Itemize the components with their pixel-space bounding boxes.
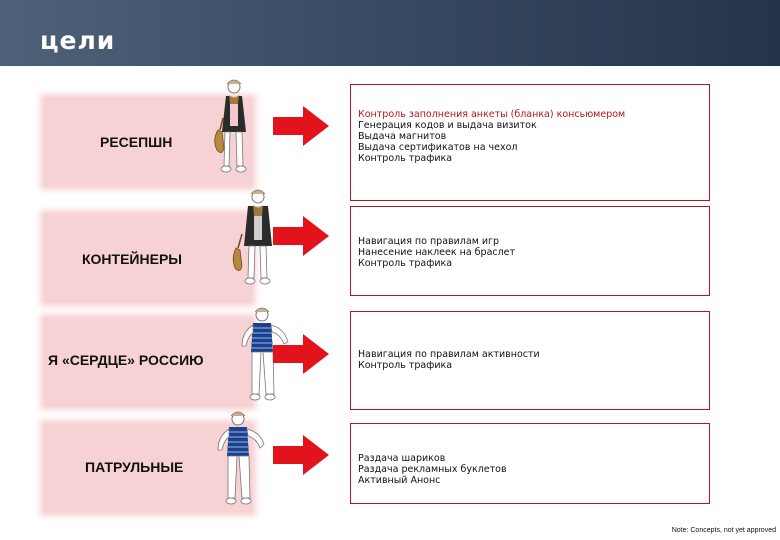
goal-item: Нанесение наклеек на браслет [358, 247, 703, 258]
goal-box-reception: Контроль заполнения анкеты (бланка) конс… [350, 84, 710, 201]
goal-item: Навигация по правилам игр [358, 236, 703, 247]
footnote: Note: Concepts, not yet approved [672, 527, 776, 534]
goal-box-containers: Навигация по правилам игр Нанесение накл… [350, 206, 710, 296]
goal-box-heart-russia: Навигация по правилам активности Контрол… [350, 311, 710, 410]
goal-item: Выдача магнитов [358, 131, 703, 142]
arrow-right-icon [273, 106, 329, 146]
arrow-right-icon [273, 334, 329, 374]
goal-item: Контроль заполнения анкеты (бланка) конс… [358, 109, 703, 120]
role-label-containers: КОНТЕЙНЕРЫ [82, 251, 182, 267]
goal-item: Активный Анонс [358, 475, 703, 486]
role-label-patrol: ПАТРУЛЬНЫЕ [85, 459, 183, 475]
goal-item: Генерация кодов и выдача визиток [358, 120, 703, 131]
goal-item: Контроль трафика [358, 360, 703, 371]
role-label-heart-russia: Я «СЕРДЦЕ» РОССИЮ [48, 352, 204, 368]
goal-item: Контроль трафика [358, 153, 703, 164]
page-title: цели [40, 28, 115, 53]
role-label-reception: РЕСЕПШН [100, 134, 172, 150]
goal-item: Навигация по правилам активности [358, 349, 703, 360]
person-striped-shirt-icon [212, 410, 270, 510]
goal-item: Раздача шариков [358, 453, 703, 464]
goal-item: Раздача рекламных буклетов [358, 464, 703, 475]
arrow-right-icon [273, 216, 329, 256]
person-with-guitar-icon [208, 78, 266, 178]
arrow-right-icon [273, 435, 329, 475]
header-bar: цели [0, 0, 780, 66]
goal-item: Выдача сертификатов на чехол [358, 142, 703, 153]
goal-item: Контроль трафика [358, 258, 703, 269]
goal-box-patrol: Раздача шариков Раздача рекламных буклет… [350, 423, 710, 504]
